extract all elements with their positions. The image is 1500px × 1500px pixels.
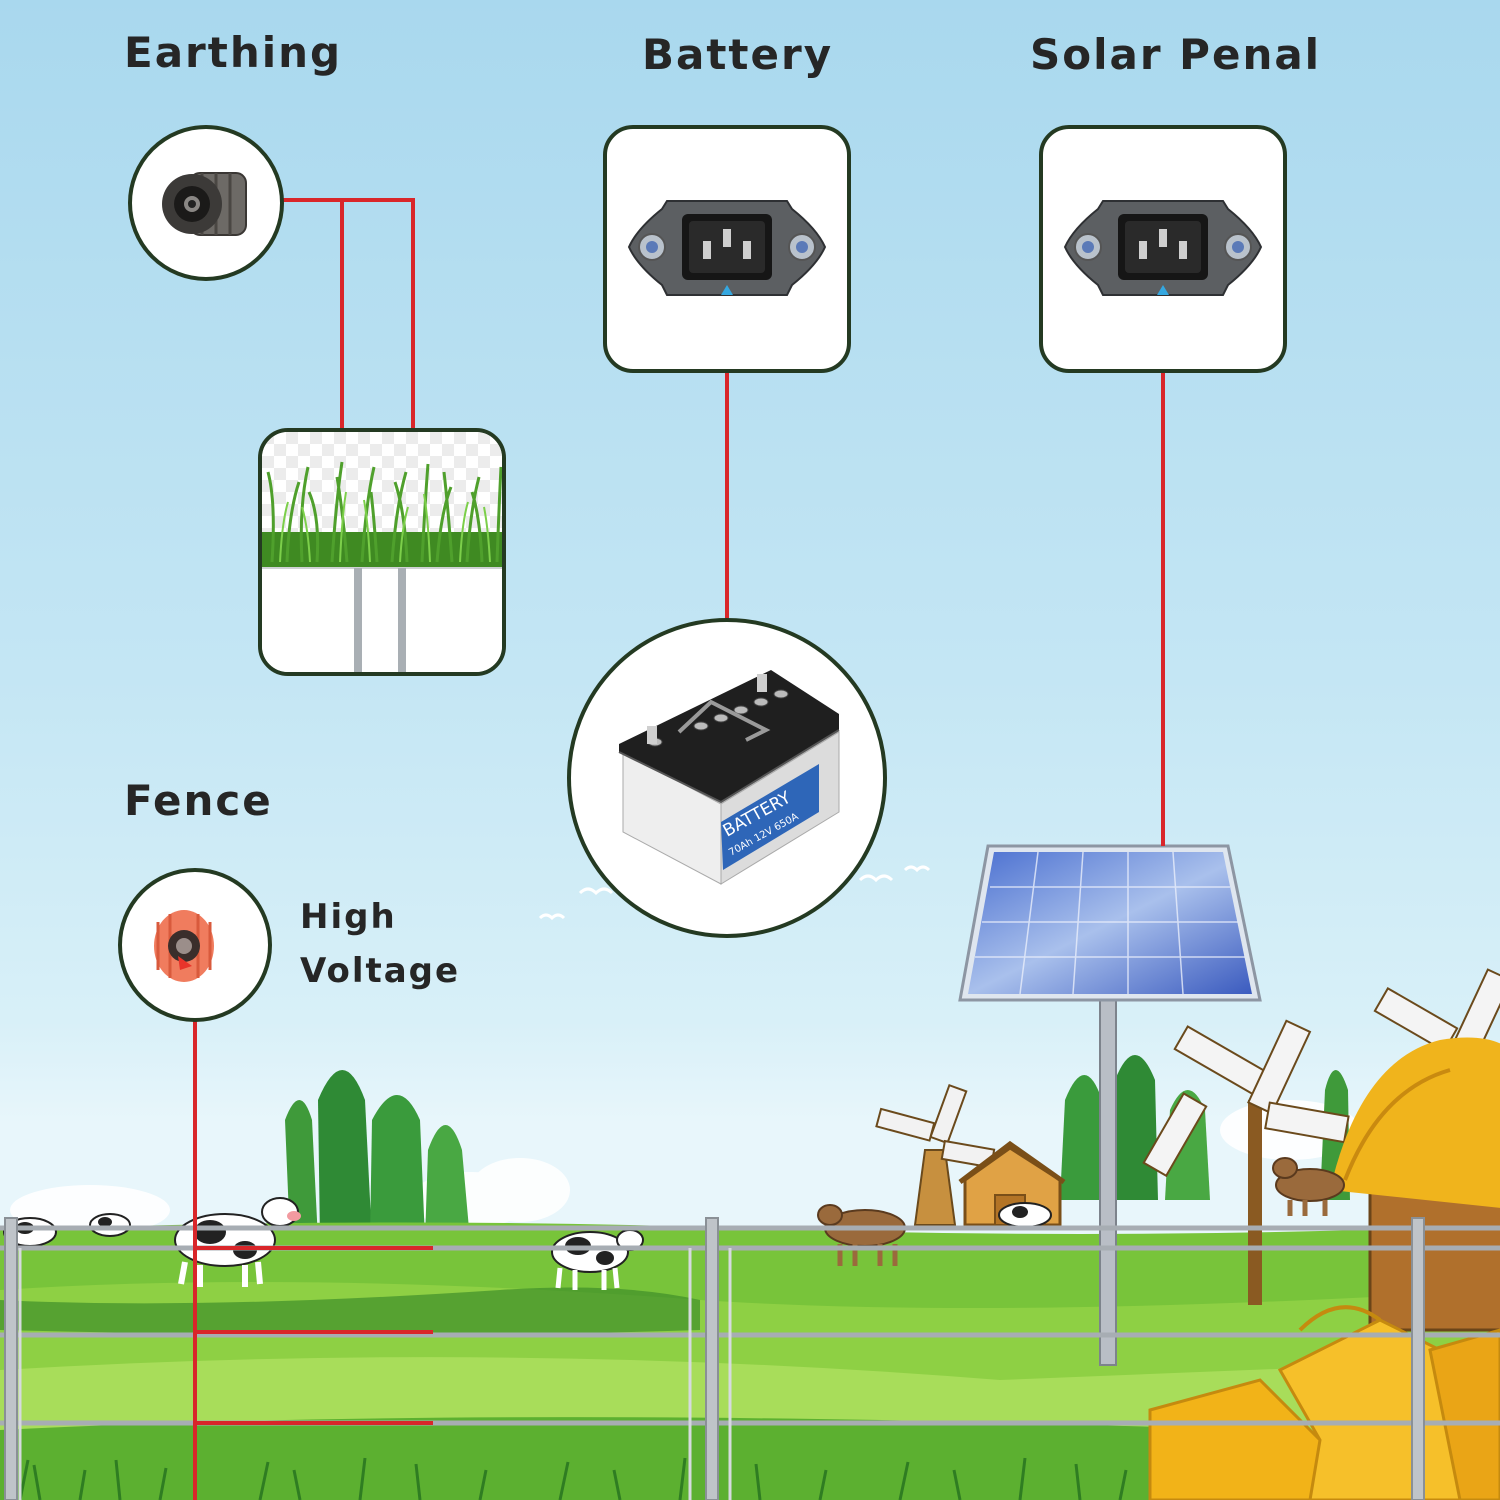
windmill-left (875, 1083, 996, 1226)
red-binding-post-icon (154, 910, 214, 982)
earthing-terminal-circle (128, 125, 284, 281)
grass-tufts (18, 1457, 1128, 1500)
trees-left (285, 1070, 470, 1240)
iec-power-socket-icon (627, 200, 827, 296)
earthing-wire-right (411, 198, 415, 430)
iec-power-socket-icon (1063, 200, 1263, 296)
solar-pole (1099, 989, 1117, 1366)
earthing-wire-top (280, 198, 415, 202)
grass-ground-icon (262, 432, 502, 672)
cow-4 (998, 1202, 1052, 1228)
fence-title: Fence (124, 776, 273, 825)
solar-panel-icon (958, 844, 1262, 1002)
solar-title: Solar Penal (1030, 30, 1322, 79)
fence-wire-2 (193, 1330, 433, 1334)
earthing-wire-left (340, 198, 344, 430)
solar-wire (1161, 372, 1165, 846)
high-voltage-line1: High (300, 897, 397, 937)
black-binding-post-icon (162, 172, 247, 236)
windmill-right (1142, 968, 1500, 1305)
fence-wire-vertical (193, 1020, 197, 1500)
battery-socket-box (603, 125, 851, 373)
battery-title: Battery (642, 30, 834, 79)
fence-terminal-circle (118, 868, 272, 1022)
fence-wire-3 (193, 1421, 433, 1425)
cow-2 (551, 1229, 644, 1290)
battery-wire (725, 372, 729, 620)
battery-circle: BATTERY 70Ah 12V 650A (567, 618, 887, 938)
car-battery-icon: BATTERY 70Ah 12V 650A (618, 670, 840, 885)
ground-box (258, 428, 506, 676)
hay-hut (1330, 1037, 1500, 1332)
fence (0, 1217, 1500, 1500)
birds (538, 865, 931, 921)
high-voltage-line2: Voltage (300, 951, 461, 991)
solar-socket-box (1039, 125, 1287, 373)
earthing-title: Earthing (124, 28, 343, 77)
cow-brown-2 (1272, 1157, 1345, 1216)
high-voltage-label: High Voltage (300, 890, 460, 998)
fence-wire-1 (193, 1246, 433, 1250)
